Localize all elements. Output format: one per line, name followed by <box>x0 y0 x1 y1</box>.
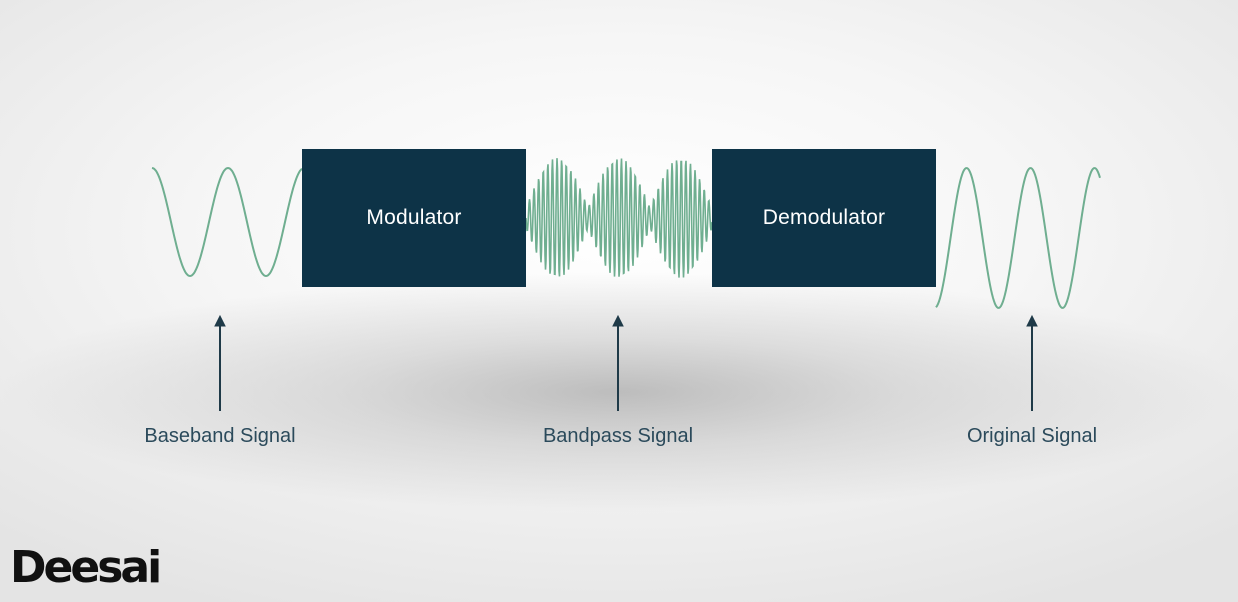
bandpass-up-arrow-icon <box>612 314 624 411</box>
modulator-block: Modulator <box>302 149 526 287</box>
demodulator-label: Demodulator <box>762 206 886 229</box>
bandpass-wave <box>525 158 713 278</box>
bandpass-signal-label: Bandpass Signal <box>542 425 694 447</box>
modulator-label: Modulator <box>366 206 462 229</box>
original-up-arrow-icon <box>1026 314 1038 411</box>
original-wave <box>935 167 1101 309</box>
deesai-logo: Deesai <box>10 542 162 593</box>
baseband-up-arrow-icon <box>214 314 226 411</box>
original-signal-label: Original Signal <box>966 425 1098 447</box>
baseband-wave <box>151 166 303 278</box>
baseband-signal-label: Baseband Signal <box>144 425 296 447</box>
demodulator-block: Demodulator <box>712 149 936 287</box>
